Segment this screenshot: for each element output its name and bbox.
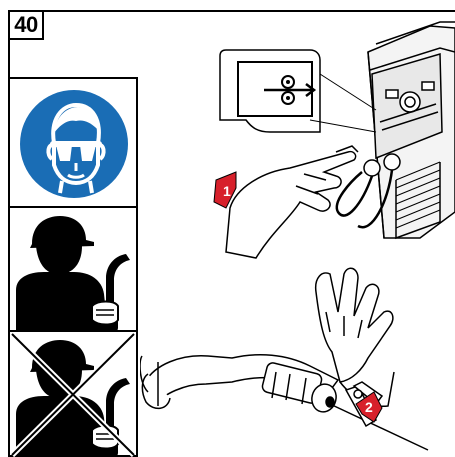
forbidden-posture-cell — [10, 330, 136, 457]
worker-holding-torch-icon — [10, 208, 136, 332]
callout-2-label: 2 — [365, 399, 373, 415]
worker-holding-torch-crossed-icon — [10, 332, 136, 457]
safety-goggles-icon — [10, 79, 136, 206]
callout-1-label: 1 — [223, 183, 231, 199]
step-number-box: 40 — [8, 10, 44, 40]
torch-neck — [140, 355, 339, 415]
wire-feed-button-inset — [220, 50, 376, 132]
step-number: 40 — [14, 14, 37, 36]
welding-machine — [337, 22, 455, 238]
eye-protection-cell — [10, 79, 136, 206]
allowed-posture-cell — [10, 206, 136, 332]
welding-machine-illustration: 1 — [140, 12, 455, 457]
main-illustration: 1 — [140, 12, 455, 457]
pictogram-column — [8, 77, 138, 457]
